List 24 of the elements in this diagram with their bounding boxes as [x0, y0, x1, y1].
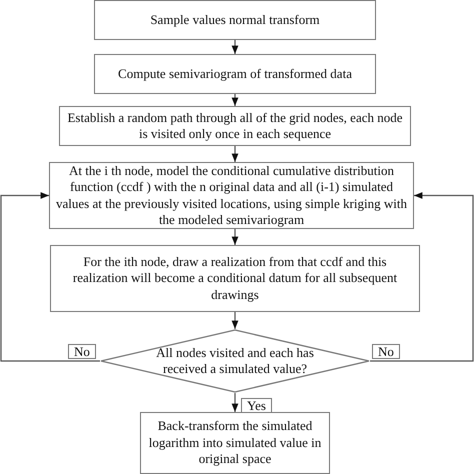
process-box: [94, 54, 376, 94]
process-box: [140, 412, 330, 474]
process-box: [94, 0, 376, 40]
arrow: [232, 312, 238, 329]
step-text: All nodes visited and each has received a simulated value?: [155, 344, 315, 378]
arrow: [370, 192, 474, 362]
step-text: At the i th node, model the conditional cumulative distribution function (ccdf ) with the n original data and all (i-1) simulated values at the previously visited locations, using simple kriging with the modeled semivariogram: [56, 162, 407, 228]
arrow: [232, 393, 238, 412]
step-text: Establish a random path through all of the grid nodes, each node is visited only once in each sequence: [66, 110, 404, 142]
process-box: [50, 245, 420, 312]
step-text: Compute semivariogram of transformed data: [118, 66, 352, 82]
edge-label: No: [372, 344, 400, 359]
arrow: [232, 229, 238, 245]
step-text: Sample values normal transform: [150, 12, 320, 28]
process-box: [59, 106, 411, 146]
arrow: [0, 192, 100, 362]
decision-diamond: [100, 329, 370, 393]
edge-label: No: [68, 344, 96, 359]
arrow: [232, 40, 238, 54]
step-text: Back-transform the simulated logarithm into simulated value in original space: [148, 418, 322, 468]
arrow: [232, 146, 238, 162]
edge-label: Yes: [241, 398, 272, 413]
arrow: [232, 94, 238, 106]
step-text: For the ith node, draw a realization from that ccdf and this realization will become a conditional datum for all subsequent drawings: [72, 254, 398, 304]
